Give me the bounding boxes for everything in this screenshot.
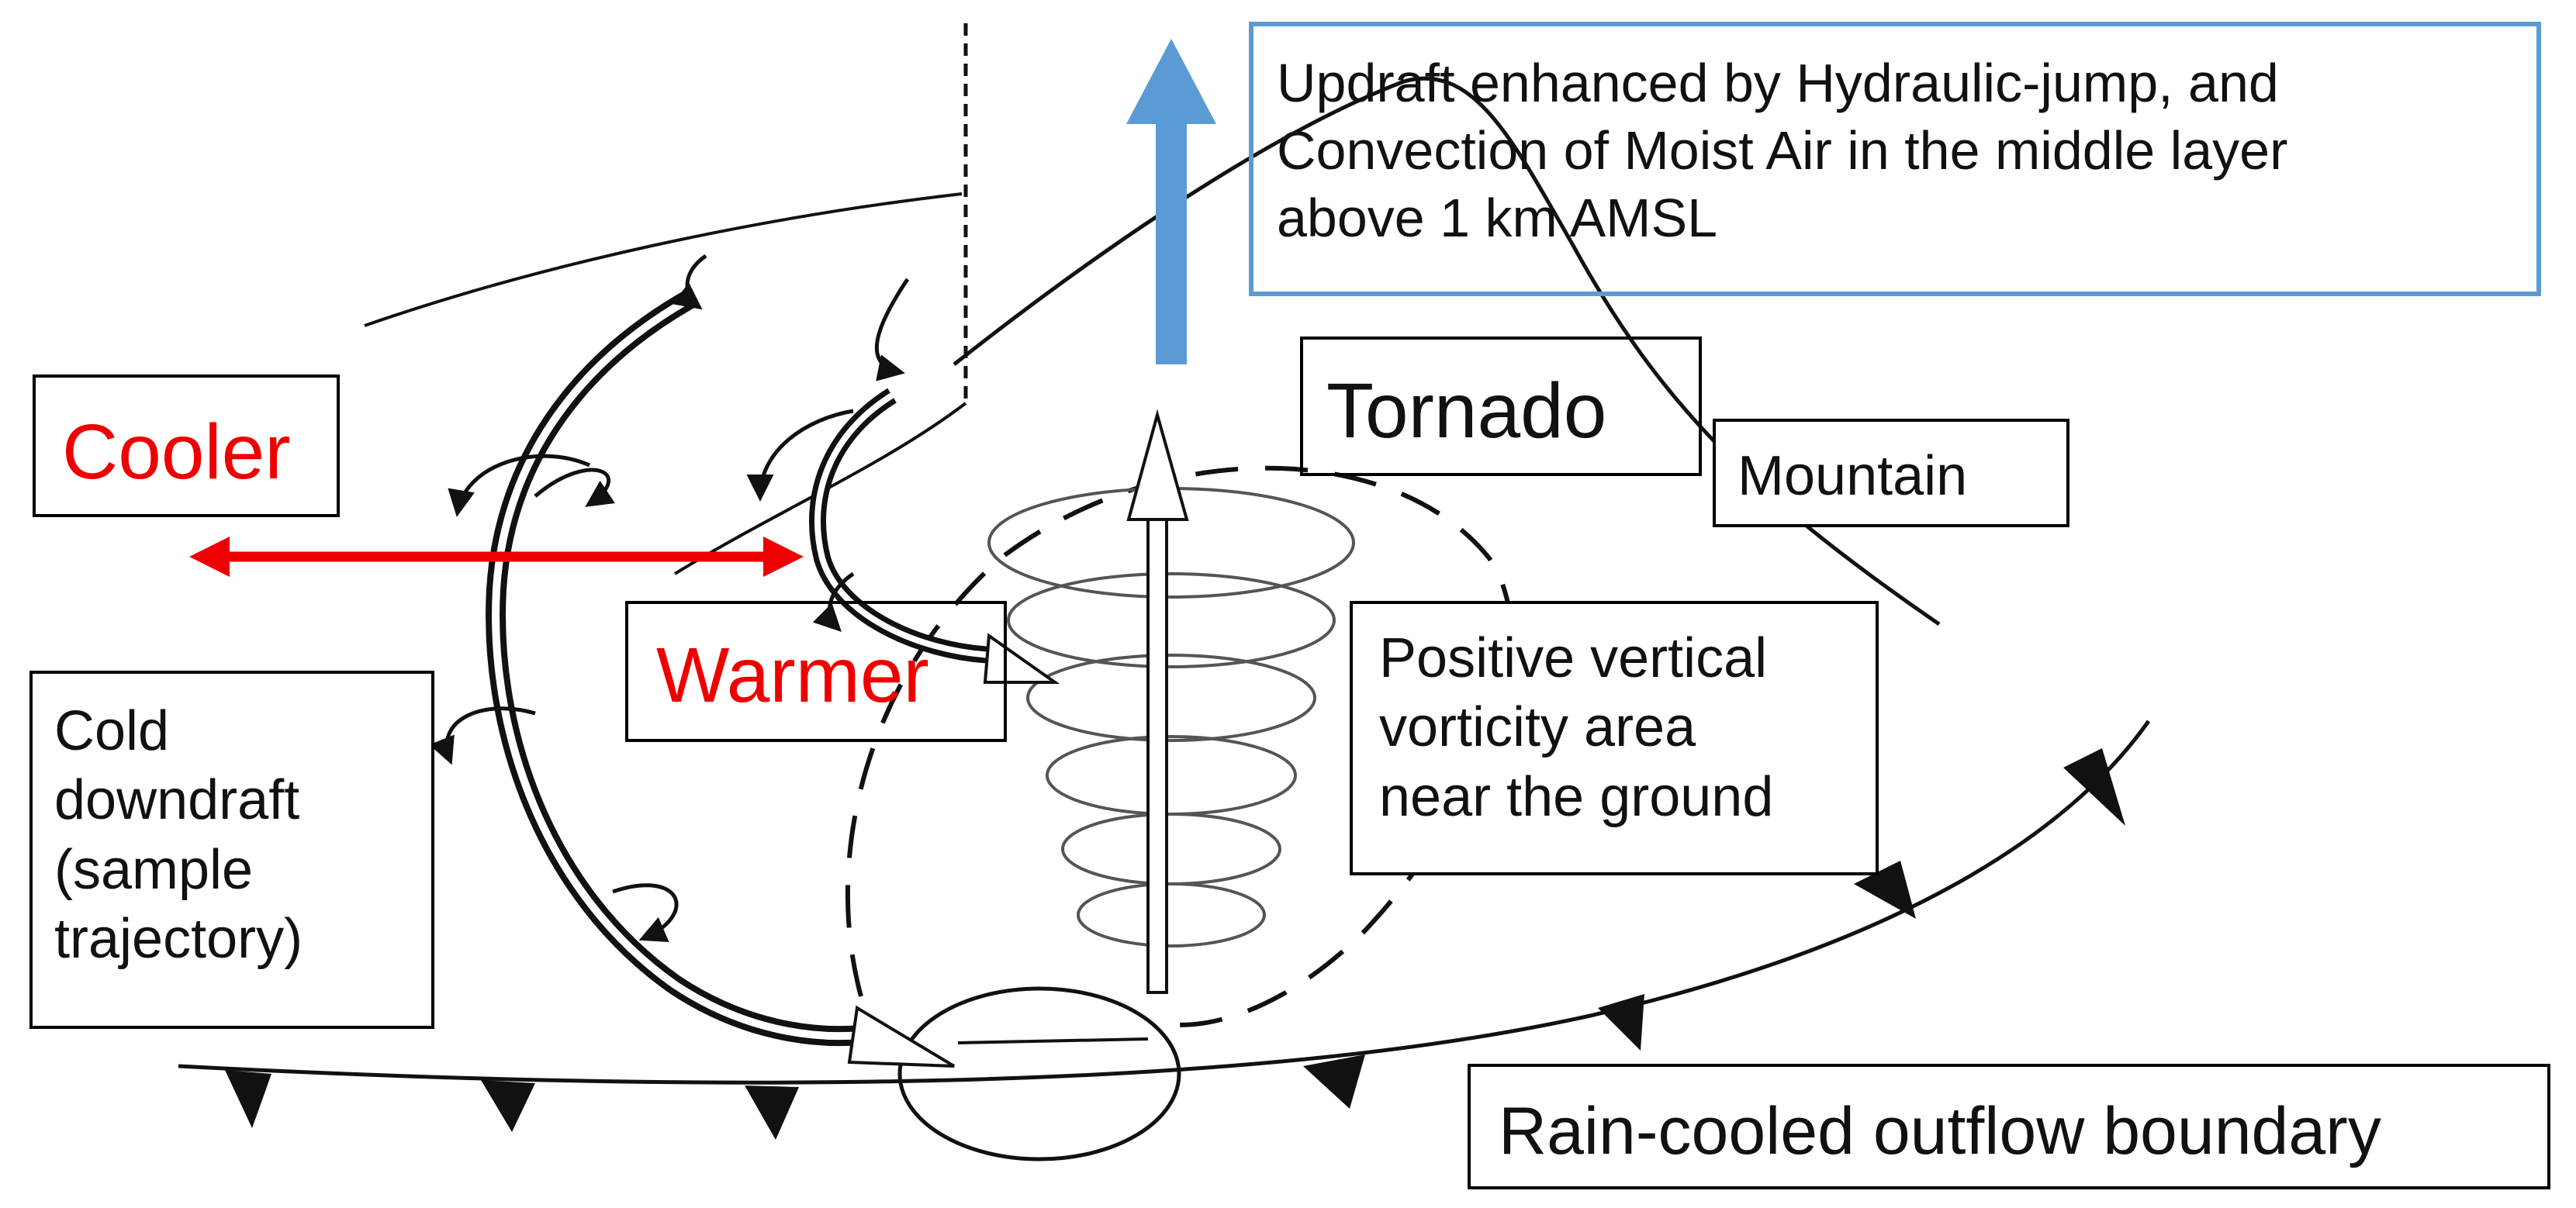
tornado-label-box: Tornado <box>1300 337 1702 476</box>
vorticity-dashed-ellipse <box>845 465 1514 1027</box>
outflow-boundary-label-box: Rain-cooled outflow boundary <box>1468 1064 2550 1189</box>
mountain-label-box: Mountain <box>1713 419 2069 527</box>
cold-downdraft-label-line-3: (sample <box>54 838 254 901</box>
upper-layer-line <box>364 192 963 327</box>
cold-downdraft-label-line-2: downdraft <box>54 769 300 832</box>
positive-vorticity-label-line-2: vorticity area <box>1379 696 1696 759</box>
outflow-boundary-label: Rain-cooled outflow boundary <box>1499 1094 2381 1168</box>
positive-vorticity-label-box: Positive vertical vorticity area near th… <box>1350 601 1879 875</box>
curl-arrows <box>429 254 910 943</box>
cooler-label-box: Cooler <box>33 374 340 517</box>
outflow-boundary-line <box>178 720 2151 1085</box>
warmer-trajectory-head <box>983 633 1060 684</box>
ground-swirl <box>897 986 1181 1161</box>
tornado-spiral <box>987 487 1355 947</box>
warmer-label: Warmer <box>656 632 929 719</box>
updraft-label-line-2: Convection of Moist Air in the middle la… <box>1277 119 2288 181</box>
updraft-label-box: Updraft enhanced by Hydraulic-jump, and … <box>1249 22 2541 296</box>
tornado-core-arrow <box>1126 409 1189 994</box>
ground-swirl-arrow <box>957 1037 1149 1044</box>
cooler-label: Cooler <box>62 409 291 495</box>
positive-vorticity-label-line-1: Positive vertical <box>1379 627 1768 689</box>
tornado-label: Tornado <box>1326 368 1607 454</box>
positive-vorticity-label-line-3: near the ground <box>1379 765 1774 828</box>
cold-downdraft-label-box: Cold downdraft (sample trajectory) <box>29 671 434 1029</box>
updraft-arrow <box>1126 39 1216 364</box>
cold-downdraft-label-line-4: trajectory) <box>54 907 303 970</box>
mountain-label: Mountain <box>1738 445 1968 507</box>
outflow-boundary-triangles <box>225 748 2125 1140</box>
updraft-label-line-3: above 1 km AMSL <box>1277 187 1718 248</box>
warmer-label-box: Warmer <box>625 601 1007 742</box>
cold-downdraft-label-line-1: Cold <box>54 700 170 762</box>
downdraft-outer-head <box>847 1005 956 1068</box>
updraft-label-line-1: Updraft enhanced by Hydraulic-jump, and <box>1277 53 2279 113</box>
